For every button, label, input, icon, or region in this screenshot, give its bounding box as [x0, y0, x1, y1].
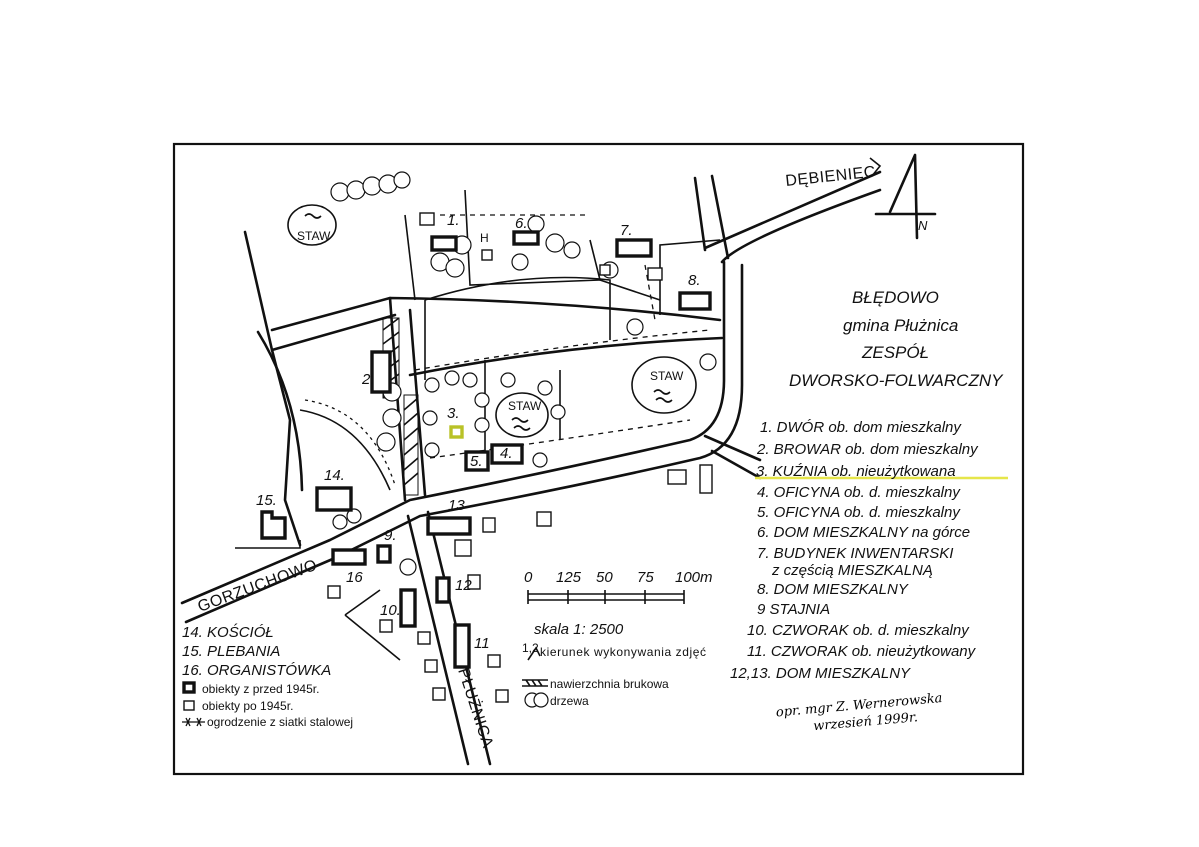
building-16 [331, 548, 367, 566]
title-line-2: gmina Płużnica [843, 316, 958, 335]
symbol-old-label: obiekty z przed 1945r. [202, 682, 319, 696]
scale-tick-1: 125 [556, 569, 582, 586]
building-3 [449, 425, 464, 439]
legend-2: 2. BROWAR ob. dom mieszkalny [756, 441, 979, 458]
building-6 [512, 230, 540, 246]
symbol-trees-label: drzewa [550, 694, 589, 708]
legend-16: 16. ORGANISTÓWKA [182, 662, 331, 679]
building-11 [453, 623, 471, 669]
trees [330, 171, 717, 576]
symbol-fence-icon [182, 717, 205, 727]
legend-5: 5. OFICYNA ob. d. mieszkalny [757, 504, 961, 521]
map-letter-h: H [480, 231, 489, 245]
bnum-3: 3. [447, 405, 460, 422]
bnum-12: 12 [455, 577, 472, 594]
title-line-1: BŁĘDOWO [852, 288, 939, 307]
pond-3 [631, 356, 697, 414]
symbol-fence-label: ogrodzenie z siatki stalowej [207, 715, 353, 729]
scale-tick-2: 50 [596, 569, 613, 586]
bnum-11: 11 [474, 635, 490, 652]
legend-left: 14. KOŚCIÓŁ 15. PLEBANIA 16. ORGANISTÓWK… [182, 623, 353, 729]
legend-12: 12,13. DOM MIESZKALNY [730, 665, 911, 682]
legend-9: 9 STAJNIA [757, 601, 830, 618]
fences [414, 214, 711, 459]
legend-15: 15. PLEBANIA [182, 643, 280, 660]
symbol-old-icon [182, 681, 196, 694]
buildings-new [327, 212, 713, 703]
bnum-4: 4. [500, 445, 513, 462]
title-line-4: DWORSKO-FOLWARCZNY [789, 371, 1004, 390]
scale-tick-3: 75 [637, 569, 654, 586]
building-8 [678, 291, 712, 311]
pond-label-2: STAW [508, 399, 542, 413]
building-14 [315, 486, 353, 512]
legend-14: 14. KOŚCIÓŁ [182, 623, 274, 641]
pond-1 [287, 204, 337, 246]
pond-2 [495, 392, 549, 438]
title-line-3: ZESPÓŁ [861, 343, 929, 362]
legend-10: 10. CZWORAK ob. d. mieszkalny [747, 622, 970, 639]
bnum-5: 5. [470, 453, 483, 470]
building-15 [260, 510, 287, 540]
bnum-1: 1. [447, 212, 460, 229]
road-label-gorzuchowo: GORZUCHOWO [196, 557, 320, 616]
bnum-2: 2. [361, 371, 375, 388]
bnum-8: 8. [688, 272, 701, 289]
legend-main: 1. DWÓR ob. dom mieszkalny 2. BROWAR ob.… [730, 419, 979, 682]
symbol-photo-label: kierunek wykonywania zdjęć [540, 645, 706, 659]
bnum-14: 14. [324, 467, 345, 484]
legend-3: 3. KUŹNIA ob. nieużytkowana [756, 463, 956, 480]
bnum-16: 16 [346, 569, 363, 586]
scale-bar: 0 125 50 75 100m skala 1: 2500 [524, 569, 713, 638]
buildings-old [260, 230, 712, 669]
bnum-15: 15. [256, 492, 277, 509]
paving-icon [522, 679, 548, 687]
bnum-13: 13 [448, 497, 465, 514]
symbol-new-icon [183, 700, 195, 711]
author-signature: opr. mgr Z. Wernerowska wrzesień 1999r. [775, 691, 943, 734]
road-network [180, 170, 882, 766]
scale-label: skala 1: 2500 [534, 621, 624, 638]
building-13 [426, 516, 472, 536]
legend-11: 11. CZWORAK ob. nieużytkowany [747, 643, 977, 660]
building-1 [430, 235, 458, 252]
legend-6: 6. DOM MIESZKALNY na górce [757, 524, 970, 541]
building-4 [490, 443, 524, 465]
legend-7b: z częścią MIESZKALNĄ [771, 562, 933, 579]
paving-hatch [382, 317, 419, 496]
building-numbers: 1. 2. 3. 4. 5. 6. 7. 8. 9. 10. 11 12 13 … [256, 212, 701, 652]
bnum-7: 7. [620, 222, 633, 239]
legend-symbols: 1,2 kierunek wykonywania zdjęć nawierzch… [522, 641, 706, 708]
pond-label-3: STAW [650, 369, 684, 383]
bnum-6: 6. [515, 215, 528, 232]
ponds: STAW STAW STAW [287, 204, 697, 438]
title-block: BŁĘDOWO gmina Płużnica ZESPÓŁ DWORSKO-FO… [789, 288, 1004, 390]
legend-1: 1. DWÓR ob. dom mieszkalny [760, 419, 962, 436]
legend-4: 4. OFICYNA ob. d. mieszkalny [757, 484, 961, 501]
symbol-paving-label: nawierzchnia brukowa [550, 677, 669, 691]
legend-8: 8. DOM MIESZKALNY [757, 581, 909, 598]
bnum-10: 10. [380, 602, 401, 619]
debieniec-arrow-icon [869, 157, 882, 177]
symbol-photo-num: 1,2 [522, 641, 539, 655]
building-5 [464, 450, 490, 472]
bnum-9: 9. [384, 527, 397, 544]
building-9 [376, 544, 392, 564]
building-10 [399, 588, 417, 628]
scale-tick-4: 100m [675, 569, 713, 586]
map-frame [172, 142, 1025, 776]
symbol-new-label: obiekty po 1945r. [202, 699, 293, 713]
building-2 [370, 350, 392, 394]
legend-7: 7. BUDYNEK INWENTARSKI [757, 545, 953, 562]
pond-label-1: STAW [297, 229, 331, 243]
north-label: N [918, 218, 928, 233]
building-12 [435, 576, 451, 604]
scale-tick-0: 0 [524, 569, 533, 586]
building-7 [615, 238, 653, 258]
road-label-debieniec: DĘBIENIEC [785, 164, 877, 190]
north-arrow-icon: N [874, 153, 937, 240]
photo-direction-icon [527, 646, 541, 661]
